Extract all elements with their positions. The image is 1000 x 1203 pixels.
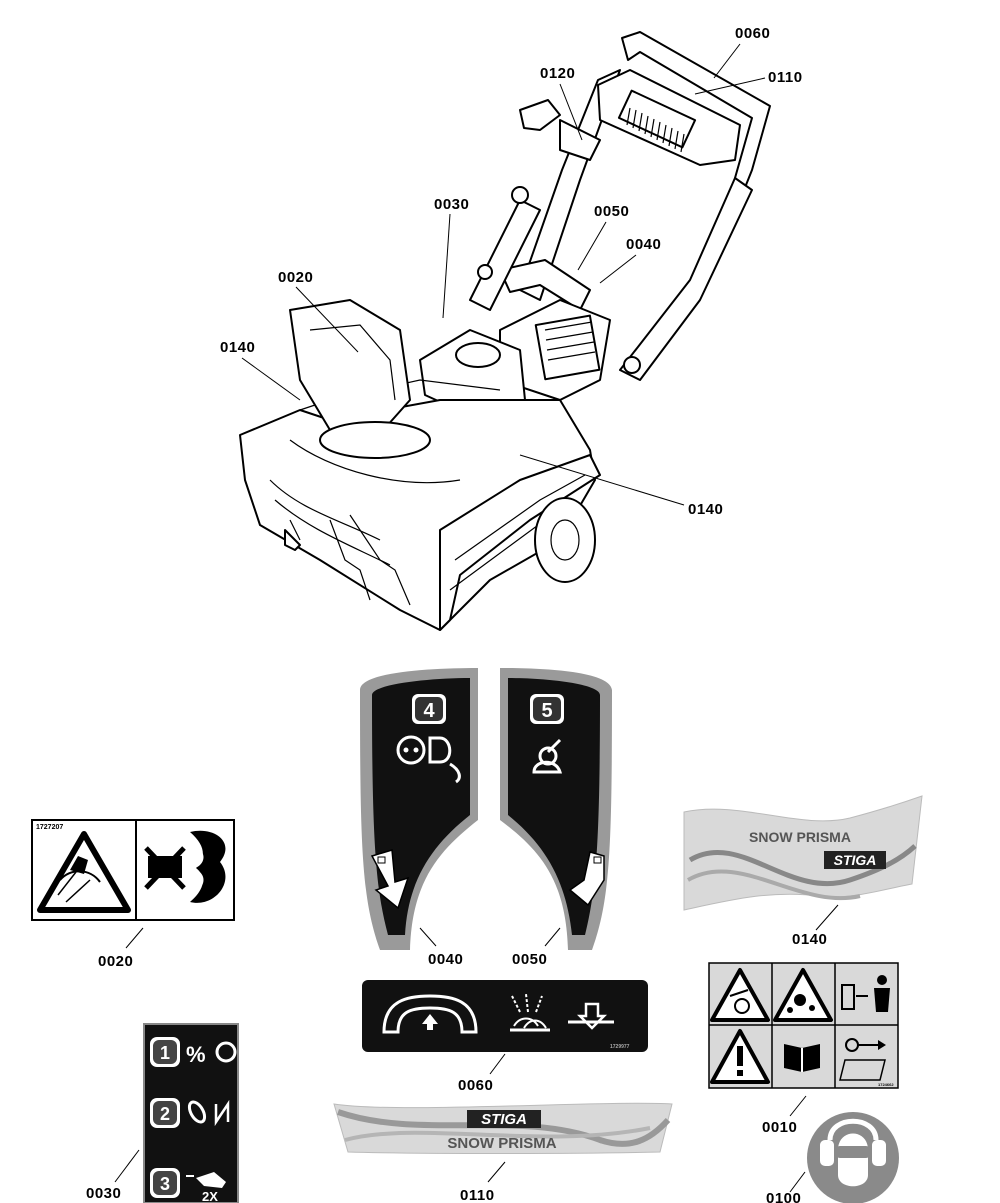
callout-label: 0040 [626,236,661,253]
decal-0060: 1729977 [362,980,648,1052]
callout-0110-top: 0110 [694,69,803,95]
part-number: 1724662 [878,1082,894,1087]
choke-percent-icon: % [186,1041,237,1067]
callout-label: 0010 [762,1119,797,1136]
arrow-return-icon [568,851,605,907]
step-1: 1 % [150,1037,237,1067]
fuel-shutoff-icon [396,735,461,784]
step-number: 3 [160,1174,170,1194]
callout-0050: 0050 [512,927,561,968]
callout-0040: 0040 [419,927,463,968]
callout-label: 0020 [278,269,313,286]
callout-0060: 0060 [458,1053,506,1094]
callout-0020-top: 0020 [278,269,359,353]
arrow-down-icon [370,849,410,910]
callout-label: 0050 [512,951,547,968]
step-number: 5 [541,700,552,722]
callout-label: 0060 [735,25,770,42]
callout-0040-top: 0040 [599,236,661,284]
callout-0140-left: 0140 [220,339,301,401]
primer-icon [187,1099,230,1127]
callout-label: 0120 [540,65,575,82]
callout-0010: 0010 [762,1095,807,1136]
choke-icon [532,738,562,774]
callout-label: 0040 [428,951,463,968]
callout-label: 0020 [98,953,133,970]
callout-label: 0030 [86,1185,121,1202]
keep-distance-icon [841,975,890,1012]
callout-0020: 0020 [98,927,144,970]
callout-0120: 0120 [540,65,583,141]
decal-0010: 1724662 [708,962,899,1089]
step-number: 1 [160,1043,170,1063]
callout-label: 0050 [594,203,629,220]
callout-label: 0140 [688,501,723,518]
step-2: 2 [150,1098,230,1128]
callout-label: 0100 [766,1190,801,1203]
auger-spray-icon [510,993,550,1032]
ear-protection-icon [820,1118,886,1187]
decal-0040: 4 [360,668,478,950]
product-name: SNOW PRISMA [447,1135,556,1152]
read-manual-icon [784,1044,820,1072]
entanglement-warning-icon [710,968,770,1022]
decal-0140: SNOW PRISMA STIGA [683,795,923,911]
product-name: SNOW PRISMA [749,829,851,845]
callout-0030: 0030 [86,1149,140,1202]
no-hands-icon [144,830,226,903]
callout-label: 0060 [458,1077,493,1094]
decal-0100 [807,1112,899,1203]
step-number: 2 [160,1104,170,1124]
press-primer-icon: 2X [186,1172,226,1203]
hand-in-auger-warning-icon [37,831,131,913]
callout-label: 0140 [792,931,827,948]
brand-text: STIGA [481,1111,527,1128]
callout-label: 0110 [768,69,803,86]
callout-0140: 0140 [792,904,839,948]
callout-0030-top: 0030 [434,196,469,319]
snow-blower-illustration [239,31,771,631]
part-number: 1729977 [610,1044,630,1050]
thrown-objects-warning-icon [773,968,833,1022]
callout-label: 0140 [220,339,255,356]
svg-text:%: % [186,1042,206,1067]
callout-0140-right: 0140 [519,454,723,518]
decal-0020: 1727207 [31,819,235,921]
step-number: 4 [423,700,435,722]
brand-logo [824,851,886,869]
lever-down-icon [568,1002,614,1030]
callout-0110: 0110 [460,1161,506,1203]
callout-0100: 0100 [766,1171,806,1203]
step-3: 3 2X [150,1168,226,1203]
part-number: 1727207 [36,824,63,831]
decal-0050: 5 [500,668,612,950]
general-warning-icon [710,1029,770,1084]
decal-0110: STIGA SNOW PRISMA [333,1102,673,1154]
callout-label: 0030 [434,196,469,213]
brand-text: STIGA [834,852,877,868]
handle-engage-icon [382,994,478,1034]
brand-logo [467,1110,541,1128]
callout-label: 0110 [460,1187,495,1203]
remove-key-icon [839,1038,886,1081]
decal-0030: 1 % 2 3 2X [143,1023,239,1203]
callout-0050-top: 0050 [577,203,629,271]
press-count: 2X [202,1189,218,1203]
callout-0060-top: 0060 [713,25,770,79]
